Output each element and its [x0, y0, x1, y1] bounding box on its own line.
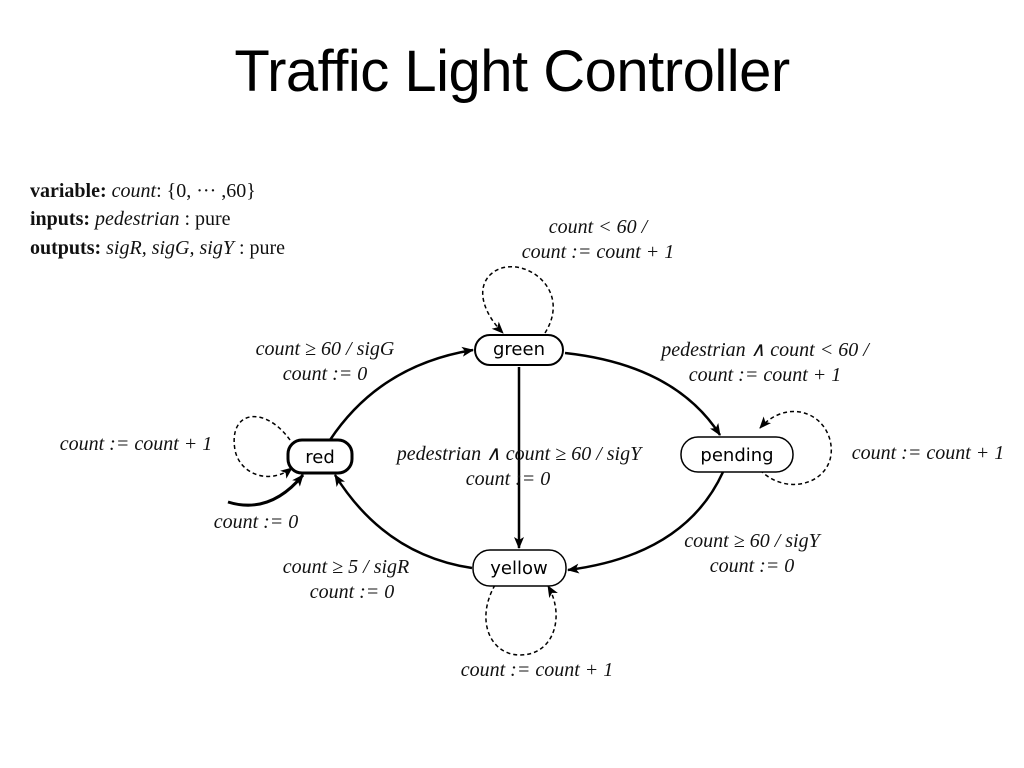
pending-self-action: count := count + 1 [852, 442, 1005, 464]
outputs-names: sigR, sigG, sigY [106, 237, 234, 259]
state-green-label: green [493, 339, 545, 360]
edge-initial-to-red [227, 474, 305, 507]
state-pending-label: pending [700, 445, 773, 466]
yellow-to-red-action: count := 0 [310, 581, 395, 603]
self-loop-pending [759, 410, 833, 486]
edge-pending-to-yellow [567, 471, 725, 574]
edge-yellow-to-red [333, 474, 473, 570]
red-to-green-action: count := 0 [283, 363, 368, 385]
yellow-self-action: count := count + 1 [461, 659, 614, 681]
green-to-yellow-guard: pedestrian ∧ count ≥ 60 / sigY [395, 443, 643, 465]
outputs-keyword: outputs: [30, 237, 102, 259]
variable-declaration: variable: count: {0, ··· ,60} [30, 180, 256, 203]
state-yellow: yellow [472, 549, 567, 587]
edge-green-to-pending [564, 351, 722, 436]
variable-name: count [111, 180, 157, 202]
state-green: green [474, 334, 564, 366]
outputs-type: : pure [238, 237, 286, 259]
pending-to-yellow-action: count := 0 [710, 555, 795, 577]
inputs-declaration: inputs: pedestrian : pure [30, 208, 231, 231]
inputs-name: pedestrian [95, 208, 180, 230]
red-to-green-guard: count ≥ 60 / sigG [256, 338, 395, 360]
inputs-keyword: inputs: [30, 208, 91, 230]
inputs-type: : pure [184, 208, 231, 230]
state-pending: pending [680, 436, 794, 473]
outputs-declaration: outputs: sigR, sigG, sigY : pure [30, 237, 285, 260]
variable-domain: {0, ··· ,60} [166, 180, 256, 202]
self-loop-red [233, 415, 293, 479]
page-title: Traffic Light Controller [234, 39, 790, 104]
green-to-pending-action: count := count + 1 [689, 364, 842, 386]
pending-to-yellow-guard: count ≥ 60 / sigY [684, 530, 821, 552]
green-to-yellow-action: count := 0 [466, 468, 551, 490]
green-self-action: count := count + 1 [522, 241, 675, 263]
state-red: red [286, 438, 354, 475]
self-loop-yellow [485, 584, 558, 656]
initial-action: count := 0 [214, 511, 299, 533]
state-yellow-label: yellow [490, 558, 547, 579]
green-self-guard: count < 60 / [549, 216, 650, 238]
state-red-label: red [305, 447, 335, 468]
self-loop-green [481, 265, 554, 334]
variable-keyword: variable: [30, 180, 107, 202]
red-self-action: count := count + 1 [60, 433, 213, 455]
variable-separator: : [156, 180, 162, 202]
edge-red-to-green [328, 346, 474, 441]
yellow-to-red-guard: count ≥ 5 / sigR [283, 556, 410, 578]
green-to-pending-guard: pedestrian ∧ count < 60 / [659, 339, 871, 361]
